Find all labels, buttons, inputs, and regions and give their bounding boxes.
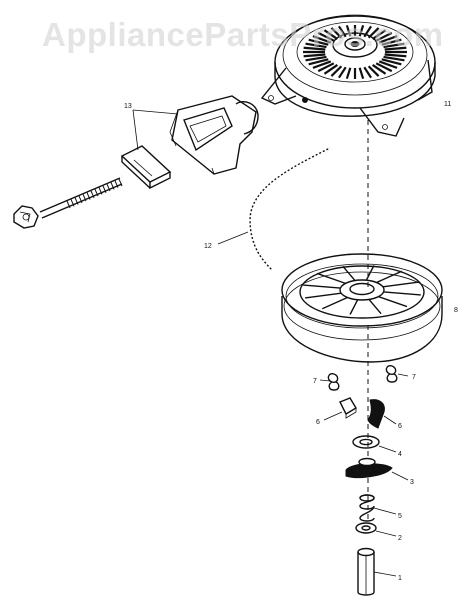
- handle-bolt: [13, 177, 123, 229]
- vent-slot: [381, 38, 402, 46]
- starter-pulley: [281, 253, 443, 363]
- callout-4: 4: [398, 451, 402, 458]
- callout-6-right: 6: [398, 423, 402, 430]
- vent-slot: [303, 46, 326, 51]
- callout-8: 8: [454, 307, 458, 314]
- callout-13: 13: [124, 103, 132, 110]
- pulley-spoke: [382, 281, 419, 288]
- pawl-right: [367, 399, 397, 429]
- bolt-thread: [102, 185, 107, 193]
- callout-2: 2: [398, 535, 402, 542]
- bolt-thread: [82, 194, 87, 202]
- pulley-spoke: [303, 284, 341, 289]
- pulley-spoke: [365, 265, 375, 281]
- housing-vent-slots: [303, 25, 407, 79]
- vent-slot: [330, 65, 343, 77]
- pulley-spoke: [316, 272, 346, 285]
- callout-labels: 11 13 12 8 7 7 6 6 4 3 5 2 1: [124, 101, 458, 582]
- vent-slot: [358, 67, 365, 79]
- vent-slot: [363, 25, 372, 38]
- vent-slot: [381, 58, 402, 66]
- vent-slot: [378, 60, 398, 69]
- pawl-spring-right: [385, 364, 409, 383]
- vent-slot: [375, 62, 393, 73]
- vent-slot: [317, 62, 335, 73]
- bolt-threads: [66, 178, 123, 209]
- center-shaft: [357, 547, 397, 596]
- vent-slot: [345, 67, 352, 79]
- bolt-thread: [66, 200, 71, 209]
- washer-lower: [355, 522, 397, 537]
- callout-7-left: 7: [313, 378, 317, 385]
- starter-housing: [260, 14, 436, 137]
- callout-13-leaders: [132, 109, 179, 151]
- pulley-spoke: [378, 295, 408, 308]
- vent-slot: [338, 25, 347, 38]
- brake-spring: [359, 494, 397, 522]
- vent-slot: [383, 55, 405, 62]
- pulley-spoke: [321, 296, 348, 310]
- vent-slot: [363, 66, 372, 79]
- pulley-spoke: [305, 292, 342, 299]
- pawl-retainer: [345, 457, 409, 481]
- starter-rope: [217, 146, 331, 271]
- vent-slot: [323, 64, 338, 75]
- vent-slot: [358, 25, 365, 37]
- vent-slot: [305, 42, 327, 49]
- washer-upper: [352, 435, 397, 453]
- starter-handle: [169, 95, 259, 175]
- bolt-thread: [86, 192, 91, 200]
- bolt-thread: [90, 190, 95, 199]
- vent-slot: [330, 27, 343, 39]
- pulley-spoke: [376, 270, 403, 284]
- bolt-thread: [74, 197, 79, 205]
- bolt-thread: [94, 188, 99, 197]
- bolt-thread: [70, 199, 75, 207]
- pulley-spoke: [342, 265, 356, 281]
- vent-slot: [305, 55, 327, 62]
- bolt-thread: [78, 195, 83, 204]
- vent-slot: [372, 29, 387, 40]
- vent-slot: [384, 53, 407, 58]
- callout-12: 12: [204, 243, 212, 250]
- callout-1: 1: [398, 575, 402, 582]
- vent-slot: [338, 66, 347, 79]
- bolt-thread: [106, 183, 111, 192]
- pulley-spoke: [368, 299, 382, 315]
- vent-slot: [317, 31, 335, 42]
- vent-slot: [367, 27, 380, 39]
- vent-slot: [312, 60, 332, 69]
- vent-slot: [384, 46, 407, 51]
- vent-slot: [383, 42, 405, 49]
- bolt-thread: [114, 180, 119, 188]
- bolt-thread: [98, 187, 103, 195]
- vent-slot: [345, 25, 352, 37]
- callout-11: 11: [444, 101, 451, 108]
- vent-slot: [375, 31, 393, 42]
- vent-slot: [372, 64, 387, 75]
- pulley-spoke: [349, 299, 359, 315]
- callout-7-right: 7: [412, 374, 416, 381]
- vent-slot: [308, 58, 329, 66]
- handle-insert: [120, 145, 172, 190]
- pawl-spring-left: [319, 372, 340, 391]
- bolt-thread: [110, 182, 115, 190]
- callout-3: 3: [410, 479, 414, 486]
- vent-slot: [367, 65, 380, 77]
- pawl-left: [323, 397, 357, 421]
- vent-slot: [378, 35, 398, 44]
- callout-5: 5: [398, 513, 402, 520]
- pulley-spokes: [303, 265, 421, 315]
- callout-6-left: 6: [316, 419, 320, 426]
- vent-slot: [303, 53, 326, 58]
- pulley-spoke: [383, 291, 421, 296]
- vent-slot: [323, 29, 338, 40]
- vent-slot: [308, 38, 329, 46]
- vent-slot: [312, 35, 332, 44]
- bolt-thread: [118, 178, 123, 187]
